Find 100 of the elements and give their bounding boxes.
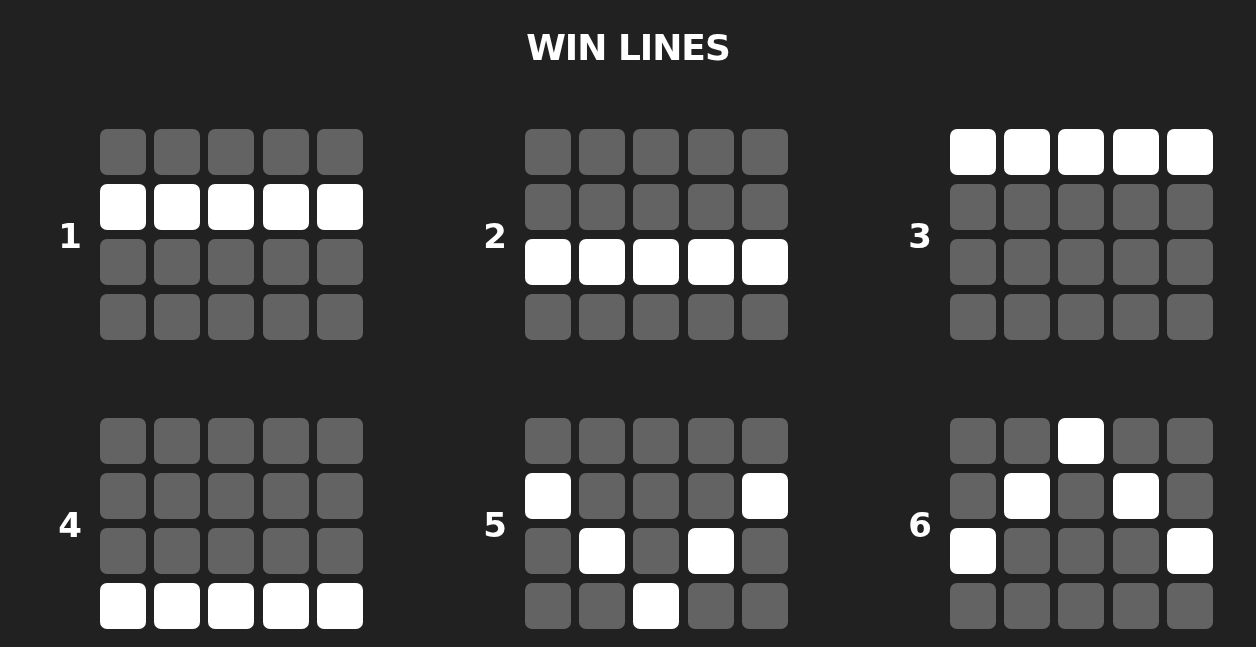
line-number: 3 xyxy=(907,216,933,256)
slot-tile xyxy=(688,473,734,519)
win-tile xyxy=(263,184,309,230)
slot-tile xyxy=(1058,473,1104,519)
slot-tile xyxy=(100,473,146,519)
slot-tile xyxy=(950,184,996,230)
slot-tile xyxy=(263,294,309,340)
slot-tile xyxy=(100,528,146,574)
page-title: WIN LINES xyxy=(525,26,731,70)
win-tile xyxy=(1058,129,1104,175)
slot-tile xyxy=(579,184,625,230)
slot-tile xyxy=(1113,294,1159,340)
line-number: 5 xyxy=(482,505,508,545)
slot-tile xyxy=(317,528,363,574)
slot-tile xyxy=(1058,184,1104,230)
slot-tile xyxy=(154,294,200,340)
line-number: 1 xyxy=(57,216,83,256)
slot-tile xyxy=(950,418,996,464)
slot-tile xyxy=(317,418,363,464)
slot-tile xyxy=(263,528,309,574)
slot-tile xyxy=(1167,473,1213,519)
slot-tile xyxy=(633,418,679,464)
slot-tile xyxy=(633,294,679,340)
slot-tile xyxy=(688,583,734,629)
slot-tile xyxy=(263,239,309,285)
slot-tile xyxy=(1058,239,1104,285)
slot-tile xyxy=(1113,528,1159,574)
slot-tile xyxy=(579,473,625,519)
slot-tile xyxy=(688,294,734,340)
slot-tile xyxy=(208,239,254,285)
slot-tile xyxy=(1004,583,1050,629)
slot-tile xyxy=(950,239,996,285)
slot-tile xyxy=(317,239,363,285)
win-tile xyxy=(317,184,363,230)
win-tile xyxy=(263,583,309,629)
slot-tile xyxy=(1113,239,1159,285)
slot-tile xyxy=(1167,184,1213,230)
slot-tile xyxy=(1167,583,1213,629)
win-tile xyxy=(154,184,200,230)
slot-tile xyxy=(208,528,254,574)
win-tile xyxy=(1167,129,1213,175)
slot-tile xyxy=(263,418,309,464)
slot-tile xyxy=(525,184,571,230)
win-tile xyxy=(1004,129,1050,175)
slot-tile xyxy=(317,473,363,519)
line-number: 6 xyxy=(907,505,933,545)
slot-tile xyxy=(742,294,788,340)
slot-tile xyxy=(579,418,625,464)
slot-tile xyxy=(208,294,254,340)
slot-tile xyxy=(742,418,788,464)
slot-tile xyxy=(208,129,254,175)
slot-tile xyxy=(208,473,254,519)
win-tile xyxy=(742,239,788,285)
slot-tile xyxy=(1113,418,1159,464)
slot-tile xyxy=(1167,239,1213,285)
slot-tile xyxy=(525,528,571,574)
win-tile xyxy=(688,528,734,574)
win-tile xyxy=(208,583,254,629)
slot-tile xyxy=(1113,583,1159,629)
slot-tile xyxy=(1058,294,1104,340)
win-tile xyxy=(100,184,146,230)
slot-tile xyxy=(100,418,146,464)
win-tile xyxy=(950,528,996,574)
slot-tile xyxy=(579,583,625,629)
slot-tile xyxy=(1004,294,1050,340)
slot-tile xyxy=(1004,528,1050,574)
win-tile xyxy=(742,473,788,519)
slot-tile xyxy=(208,418,254,464)
win-tile xyxy=(525,239,571,285)
slot-tile xyxy=(1004,418,1050,464)
slot-tile xyxy=(263,473,309,519)
slot-tile xyxy=(688,184,734,230)
slot-tile xyxy=(688,418,734,464)
win-tile xyxy=(154,583,200,629)
slot-tile xyxy=(100,294,146,340)
win-tile xyxy=(1058,418,1104,464)
win-tile xyxy=(633,583,679,629)
win-tile xyxy=(317,583,363,629)
slot-tile xyxy=(742,583,788,629)
slot-tile xyxy=(525,294,571,340)
slot-tile xyxy=(742,528,788,574)
slot-tile xyxy=(633,473,679,519)
win-tile xyxy=(1167,528,1213,574)
win-tile xyxy=(633,239,679,285)
win-tile xyxy=(579,528,625,574)
win-tile xyxy=(1004,473,1050,519)
slot-tile xyxy=(263,129,309,175)
slot-tile xyxy=(154,239,200,285)
slot-tile xyxy=(154,129,200,175)
slot-tile xyxy=(1058,528,1104,574)
win-tile xyxy=(525,473,571,519)
slot-tile xyxy=(579,294,625,340)
slot-tile xyxy=(317,294,363,340)
slot-tile xyxy=(633,129,679,175)
slot-tile xyxy=(525,129,571,175)
win-tile xyxy=(1113,473,1159,519)
slot-tile xyxy=(525,583,571,629)
win-tile xyxy=(100,583,146,629)
slot-tile xyxy=(154,418,200,464)
slot-tile xyxy=(1004,184,1050,230)
